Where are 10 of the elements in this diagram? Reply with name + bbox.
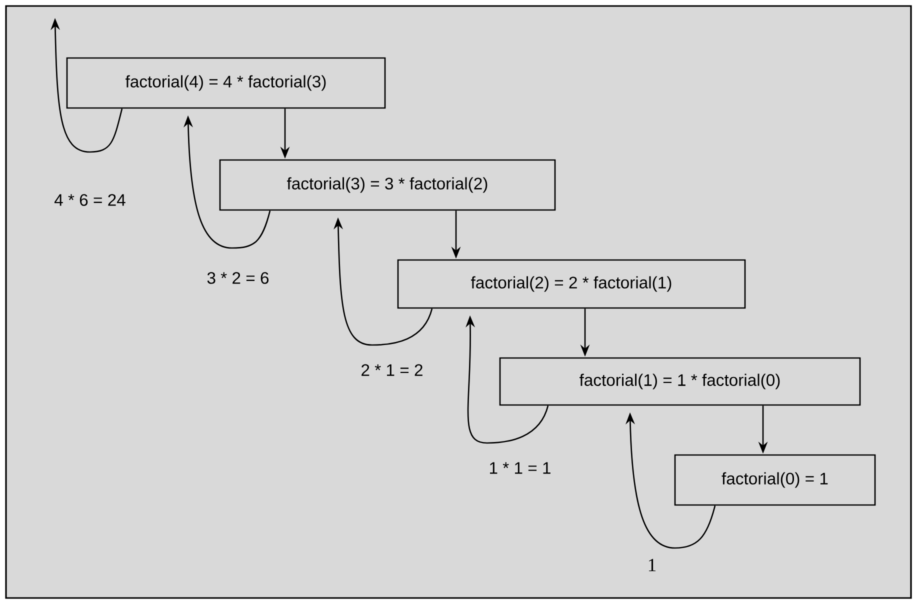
- process-box: factorial(1) = 1 * factorial(0): [499, 357, 861, 406]
- edge-label: 3 * 2 = 6: [207, 272, 269, 284]
- edge-label: 1: [648, 558, 656, 572]
- process-box: factorial(2) = 2 * factorial(1): [397, 259, 746, 309]
- process-box: factorial(0) = 1: [674, 454, 876, 506]
- process-box: factorial(4) = 4 * factorial(3): [66, 57, 386, 109]
- edge-label: 4 * 6 = 24: [54, 194, 126, 206]
- edge-label: 2 * 1 = 2: [362, 364, 422, 376]
- process-box: factorial(3) = 3 * factorial(2): [219, 159, 556, 211]
- edge-label: 1 * 1 = 1: [490, 462, 550, 474]
